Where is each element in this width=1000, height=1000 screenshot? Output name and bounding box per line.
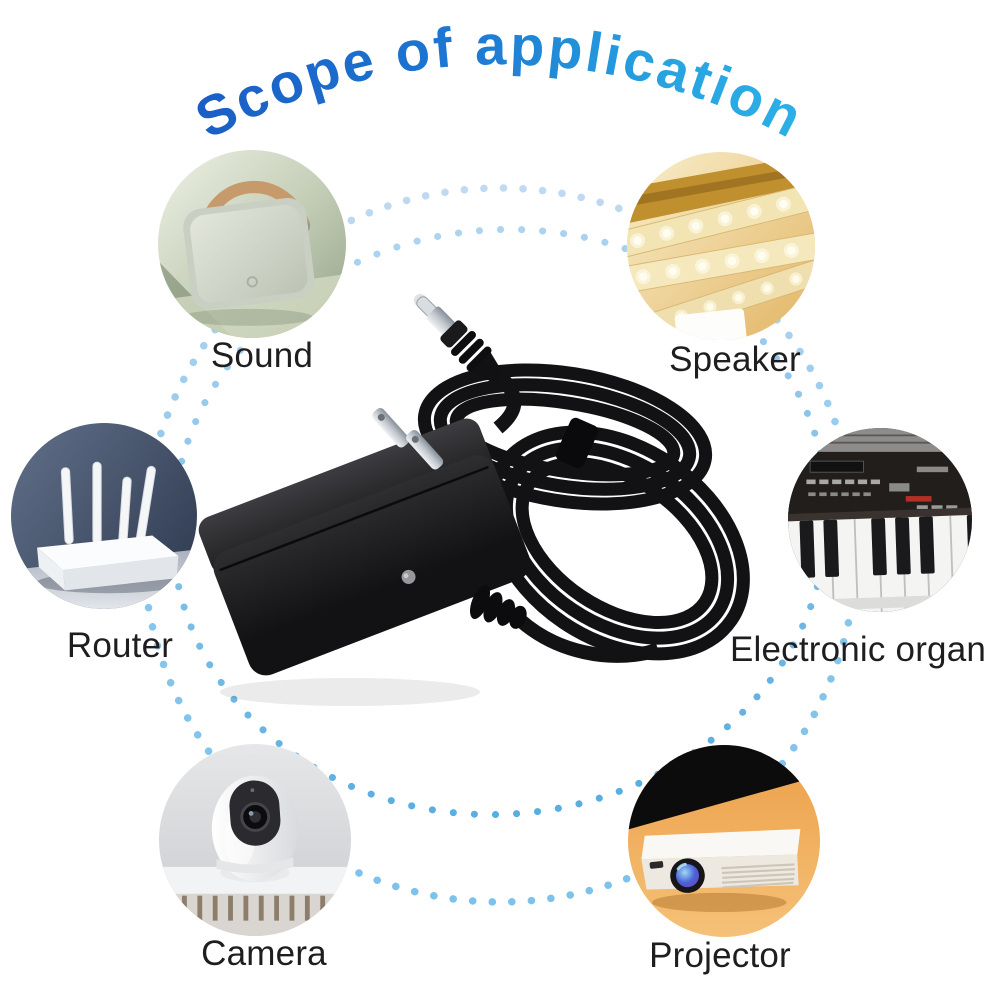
router-photo-icon bbox=[11, 423, 197, 609]
title-banner: Scope of application bbox=[185, 13, 814, 150]
plug-prongs bbox=[372, 408, 444, 470]
led-strip-photo-icon bbox=[627, 152, 815, 340]
security-camera-photo-icon bbox=[159, 744, 351, 936]
app-item-organ bbox=[788, 428, 972, 612]
cable-tie bbox=[555, 417, 599, 469]
app-label-organ: Electronic organ bbox=[729, 630, 987, 669]
app-item-speaker bbox=[627, 152, 815, 340]
power-led bbox=[401, 569, 416, 584]
adapter-body bbox=[198, 418, 531, 676]
adapter-shadow bbox=[220, 678, 480, 706]
portable-speaker-photo-icon bbox=[158, 150, 346, 338]
app-item-projector bbox=[628, 745, 820, 937]
app-label-projector: Projector bbox=[649, 936, 791, 975]
app-label-camera: Camera bbox=[201, 934, 327, 973]
coiled-cable bbox=[417, 363, 750, 663]
app-label-router: Router bbox=[66, 626, 174, 665]
projector-photo-icon bbox=[628, 745, 820, 937]
app-label-sound: Sound bbox=[210, 336, 314, 375]
app-label-speaker: Speaker bbox=[669, 340, 801, 379]
app-item-sound bbox=[158, 150, 346, 338]
app-item-router bbox=[11, 423, 197, 609]
dc-plug bbox=[413, 293, 504, 384]
strain-relief bbox=[469, 585, 527, 629]
page-title: Scope of application bbox=[185, 13, 814, 150]
app-item-camera bbox=[159, 744, 351, 936]
